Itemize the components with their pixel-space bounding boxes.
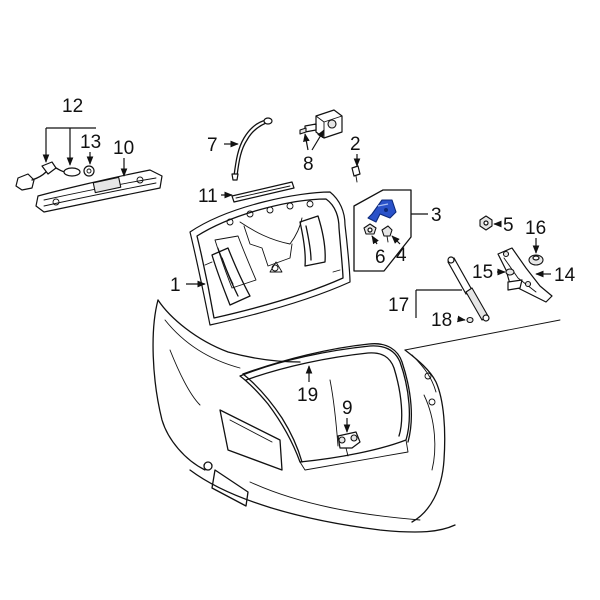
callout-16: 16 (525, 218, 546, 239)
callout-13: 13 (80, 132, 101, 153)
callout-2: 2 (350, 134, 361, 155)
car-body (152, 299, 561, 533)
callout-15: 15 (472, 262, 493, 283)
weatherstrip-part-19 (242, 343, 413, 463)
hinge-box (353, 189, 412, 272)
callout-12: 12 (62, 96, 83, 117)
lid-trim-strip-part-11 (231, 181, 295, 203)
callout-19: 19 (297, 385, 318, 406)
support-strut-part-17 (447, 256, 490, 322)
callout-18: 18 (431, 310, 452, 331)
callout-17: 17 (388, 295, 409, 316)
leader-lines (42, 127, 551, 433)
bolt-part-2 (351, 165, 361, 183)
bushing-part-15 (505, 268, 515, 276)
lock-actuator-part-8 (299, 109, 343, 139)
harness-part-12 (15, 161, 67, 191)
nut-part-5 (479, 215, 493, 231)
callout-1: 1 (170, 275, 181, 296)
release-cable-part-7 (231, 117, 273, 181)
hinge-nut-part-6 (363, 223, 377, 235)
callout-8: 8 (303, 154, 314, 175)
callout-labels: 1 2 3 4 5 6 7 8 9 10 11 12 13 14 15 16 1… (62, 96, 576, 419)
trunk-latch-part-9 (337, 431, 361, 457)
callout-10: 10 (113, 138, 134, 159)
hinge-arm-part-14 (497, 247, 553, 303)
callout-5: 5 (503, 215, 514, 236)
license-lamp-garnish-part-10 (35, 169, 163, 213)
callout-3: 3 (431, 205, 442, 226)
callout-11: 11 (198, 186, 218, 207)
clip-part-18 (466, 316, 474, 324)
grommet-part-16 (528, 254, 544, 266)
trunk-lid-part-1 (189, 191, 351, 326)
hinge-bolt-part-4 (381, 225, 393, 243)
lamp-lens-part-13 (83, 165, 95, 177)
callout-7: 7 (207, 135, 218, 156)
hinge-part-4 (367, 199, 397, 223)
callout-14: 14 (554, 265, 576, 286)
callout-6: 6 (375, 247, 386, 268)
callout-4: 4 (396, 245, 407, 266)
lamp-bulb-part-12 (63, 167, 81, 177)
callout-9: 9 (342, 398, 353, 419)
